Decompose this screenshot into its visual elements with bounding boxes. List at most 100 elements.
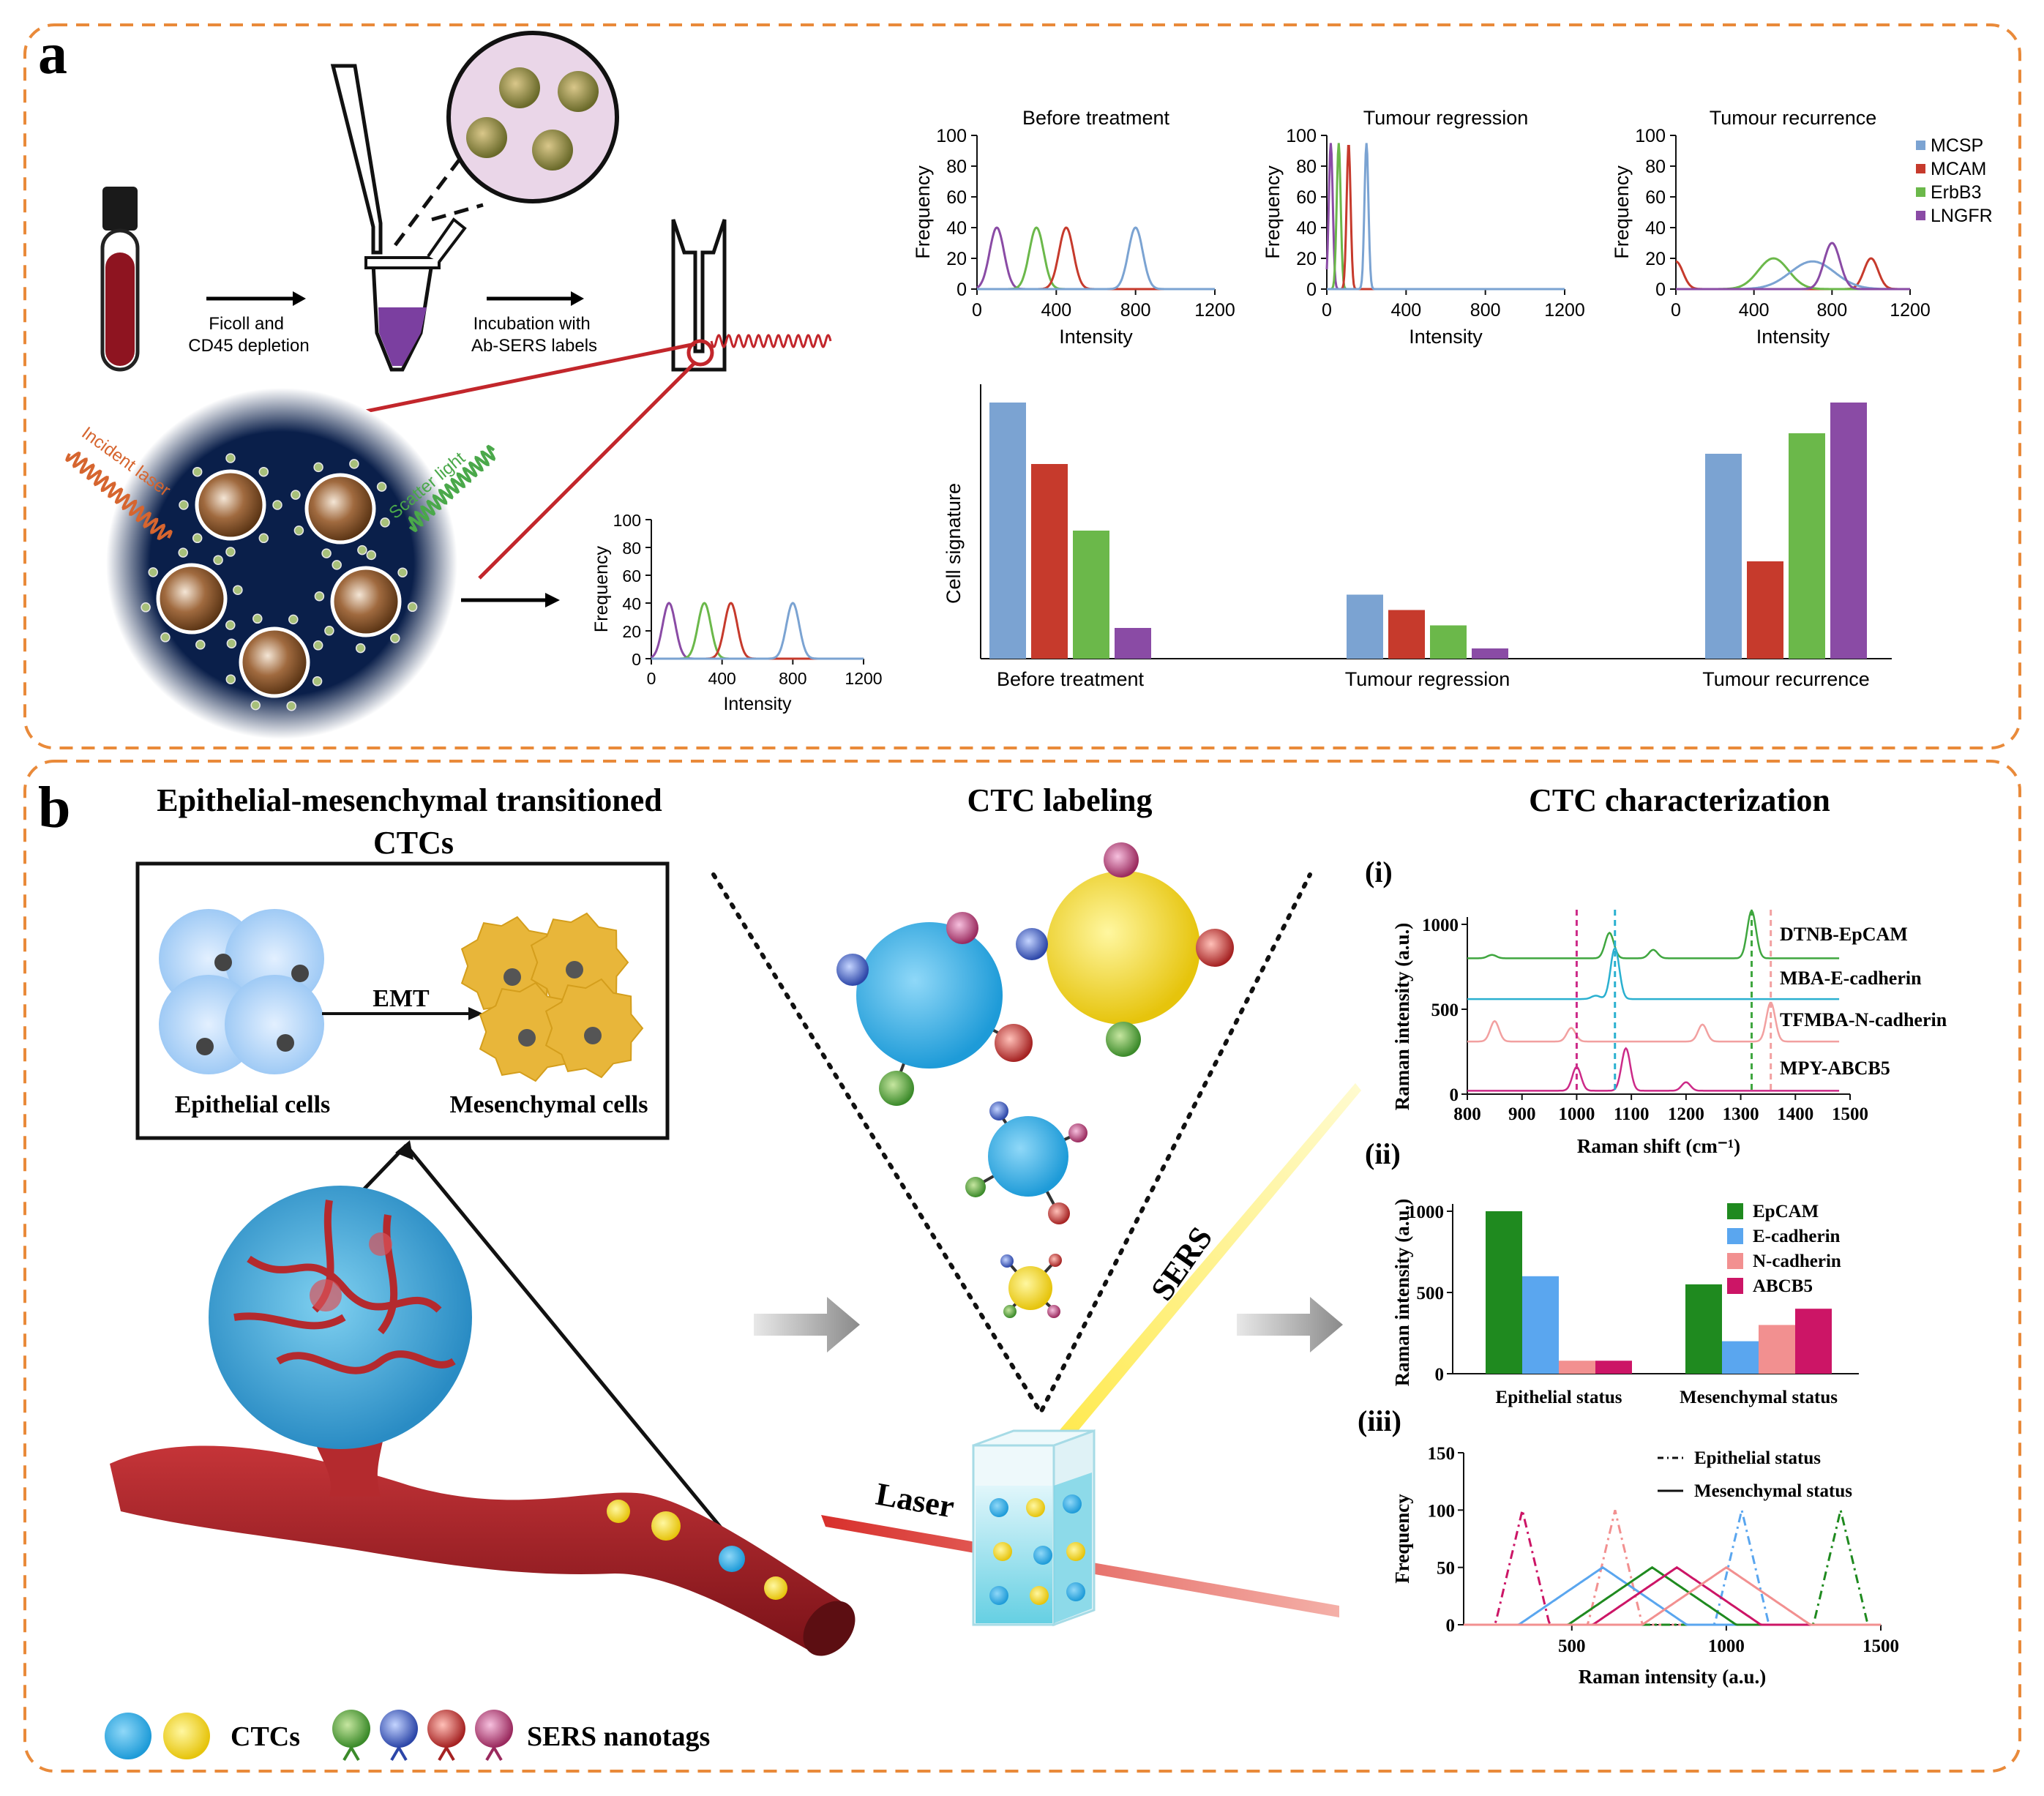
- sers-nanotags-legend-icons: [332, 1710, 513, 1762]
- legend-label: N-cadherin: [1753, 1251, 1841, 1271]
- sers-label-dot-icon: [225, 453, 236, 463]
- x-axis-label: Raman intensity (a.u.): [1579, 1666, 1767, 1688]
- mesenchymal-cells-icon: [460, 912, 644, 1082]
- arrow-3-head-icon: [545, 593, 560, 607]
- sers-label-dot-icon: [195, 640, 206, 650]
- sers-nanotag-icon: [1047, 1305, 1060, 1318]
- y-tick-label: 20: [946, 249, 967, 269]
- x-axis-label: Intensity: [723, 694, 792, 714]
- sers-label-dot-icon: [390, 633, 400, 643]
- ctc-blue-large: [856, 922, 1003, 1069]
- title-emt-line1: Epithelial-mesenchymal transitioned: [157, 782, 662, 818]
- y-tick-label: 0: [1655, 280, 1666, 300]
- category-label: Mesenchymal status: [1680, 1388, 1838, 1407]
- x-tick-label: 500: [1558, 1636, 1586, 1656]
- y-tick-label: 100: [1428, 1501, 1456, 1521]
- sers-label-dot-icon: [213, 555, 223, 565]
- ctc-blue-small: [988, 1116, 1068, 1197]
- y-tick-label: 60: [622, 566, 641, 585]
- x-tick-label: 800: [1453, 1104, 1481, 1124]
- y-axis-label: Frequency: [912, 165, 934, 259]
- sers-label-dot-icon: [324, 626, 334, 636]
- legend-label: ABCB5: [1753, 1276, 1813, 1296]
- sers-nanotag-icon: [836, 954, 869, 986]
- sers-nanotag-icon: [989, 1101, 1008, 1120]
- x-axis-label: Intensity: [1059, 326, 1133, 348]
- magnetic-bead-icon: [239, 626, 310, 698]
- category-label: Before treatment: [997, 668, 1145, 690]
- cuvette-ctc-dot: [993, 1542, 1012, 1561]
- x-tick-label: 1200: [1668, 1104, 1704, 1124]
- x-tick-label: 900: [1508, 1104, 1536, 1124]
- series-line-mcam: [651, 602, 864, 660]
- y-tick-label: 80: [1296, 157, 1317, 177]
- laser-label: Laser: [873, 1476, 957, 1525]
- sers-nanotag-icon: [1048, 1202, 1070, 1224]
- y-axis-label: Raman intensity (a.u.): [1391, 923, 1413, 1111]
- x-tick-label: 800: [1470, 300, 1501, 321]
- y-tick-label: 20: [1296, 249, 1317, 269]
- sers-label-dot-icon: [293, 525, 304, 536]
- x-tick-label: 400: [1041, 300, 1071, 321]
- step2-line1: Incubation with: [473, 314, 591, 334]
- arrow-1-head-icon: [293, 291, 306, 306]
- sers-label-dot-icon: [313, 462, 323, 473]
- x-tick-label: 1500: [1832, 1104, 1868, 1124]
- sers-label-dot-icon: [407, 602, 418, 613]
- y-tick-label: 0: [1435, 1365, 1445, 1385]
- hist-title: Tumour regression: [1363, 107, 1529, 129]
- zoom-line-red-2: [478, 361, 697, 580]
- legend-label: Mesenchymal status: [1694, 1481, 1852, 1501]
- sers-labels-zoom-icon: [446, 31, 619, 203]
- y-tick-label: 40: [1296, 218, 1317, 239]
- cuvette-ctc-dot: [1063, 1494, 1082, 1513]
- y-axis-label: Cell signature: [943, 483, 965, 604]
- series-line-mcam: [1675, 257, 1910, 291]
- bar-e-cadherin: [1722, 1341, 1759, 1374]
- x-tick-label: 1200: [1544, 300, 1585, 321]
- x-tick-label: 400: [1390, 300, 1421, 321]
- sers-label-dot-icon: [178, 547, 188, 558]
- y-tick-label: 100: [1286, 126, 1317, 146]
- y-tick-label: 60: [946, 187, 967, 208]
- cuvette-ctc-dot: [1066, 1542, 1085, 1561]
- sers-nanotag-icon: [879, 1071, 914, 1106]
- sers-nanotag-icon: [1106, 1022, 1141, 1057]
- y-tick-label: 40: [622, 594, 641, 613]
- sers-nanotag-icon: [1016, 928, 1048, 960]
- y-tick-label: 100: [613, 511, 641, 530]
- sers-nanotag-icon: [1000, 1254, 1014, 1268]
- title-emt-line2: CTCs: [373, 825, 454, 861]
- x-tick-label: 1200: [845, 669, 882, 688]
- sers-label-dot-icon: [272, 500, 282, 510]
- sers-label-dot-icon: [349, 459, 359, 469]
- bar-n-cadherin: [1759, 1325, 1795, 1374]
- x-tick-label: 800: [779, 669, 806, 688]
- sers-label-dot-icon: [332, 560, 342, 570]
- x-tick-label: 800: [1120, 300, 1151, 321]
- step1-line2: CD45 depletion: [188, 336, 309, 356]
- sers-label-dot-icon: [366, 550, 377, 561]
- blood-tube-icon: [100, 187, 140, 372]
- pipette-icon: [330, 64, 383, 255]
- y-tick-label: 150: [1428, 1444, 1456, 1464]
- cuvette-ctc-dot: [989, 1586, 1008, 1605]
- legend-swatch: [1727, 1253, 1743, 1269]
- sers-nanotag-icon: [1049, 1254, 1062, 1267]
- y-tick-label: 60: [1645, 187, 1666, 208]
- legend-swatch-erbb3: [1916, 187, 1925, 197]
- bar-epcam: [1685, 1284, 1722, 1374]
- series-line-lngfr: [1676, 242, 1910, 291]
- magnetic-bead-icon: [330, 566, 402, 637]
- raman-scatter-wave: [710, 334, 832, 348]
- legend-label: Epithelial status: [1694, 1448, 1821, 1468]
- cuvette-icon: [972, 1429, 1096, 1627]
- sers-label-dot-icon: [288, 614, 299, 625]
- zoom-line-2: [431, 203, 484, 222]
- nucleus-dot: [566, 961, 583, 979]
- sub-i-label: (i): [1365, 856, 1393, 888]
- series-line: [1464, 1565, 1881, 1626]
- spectrum-line: [1467, 1001, 1840, 1043]
